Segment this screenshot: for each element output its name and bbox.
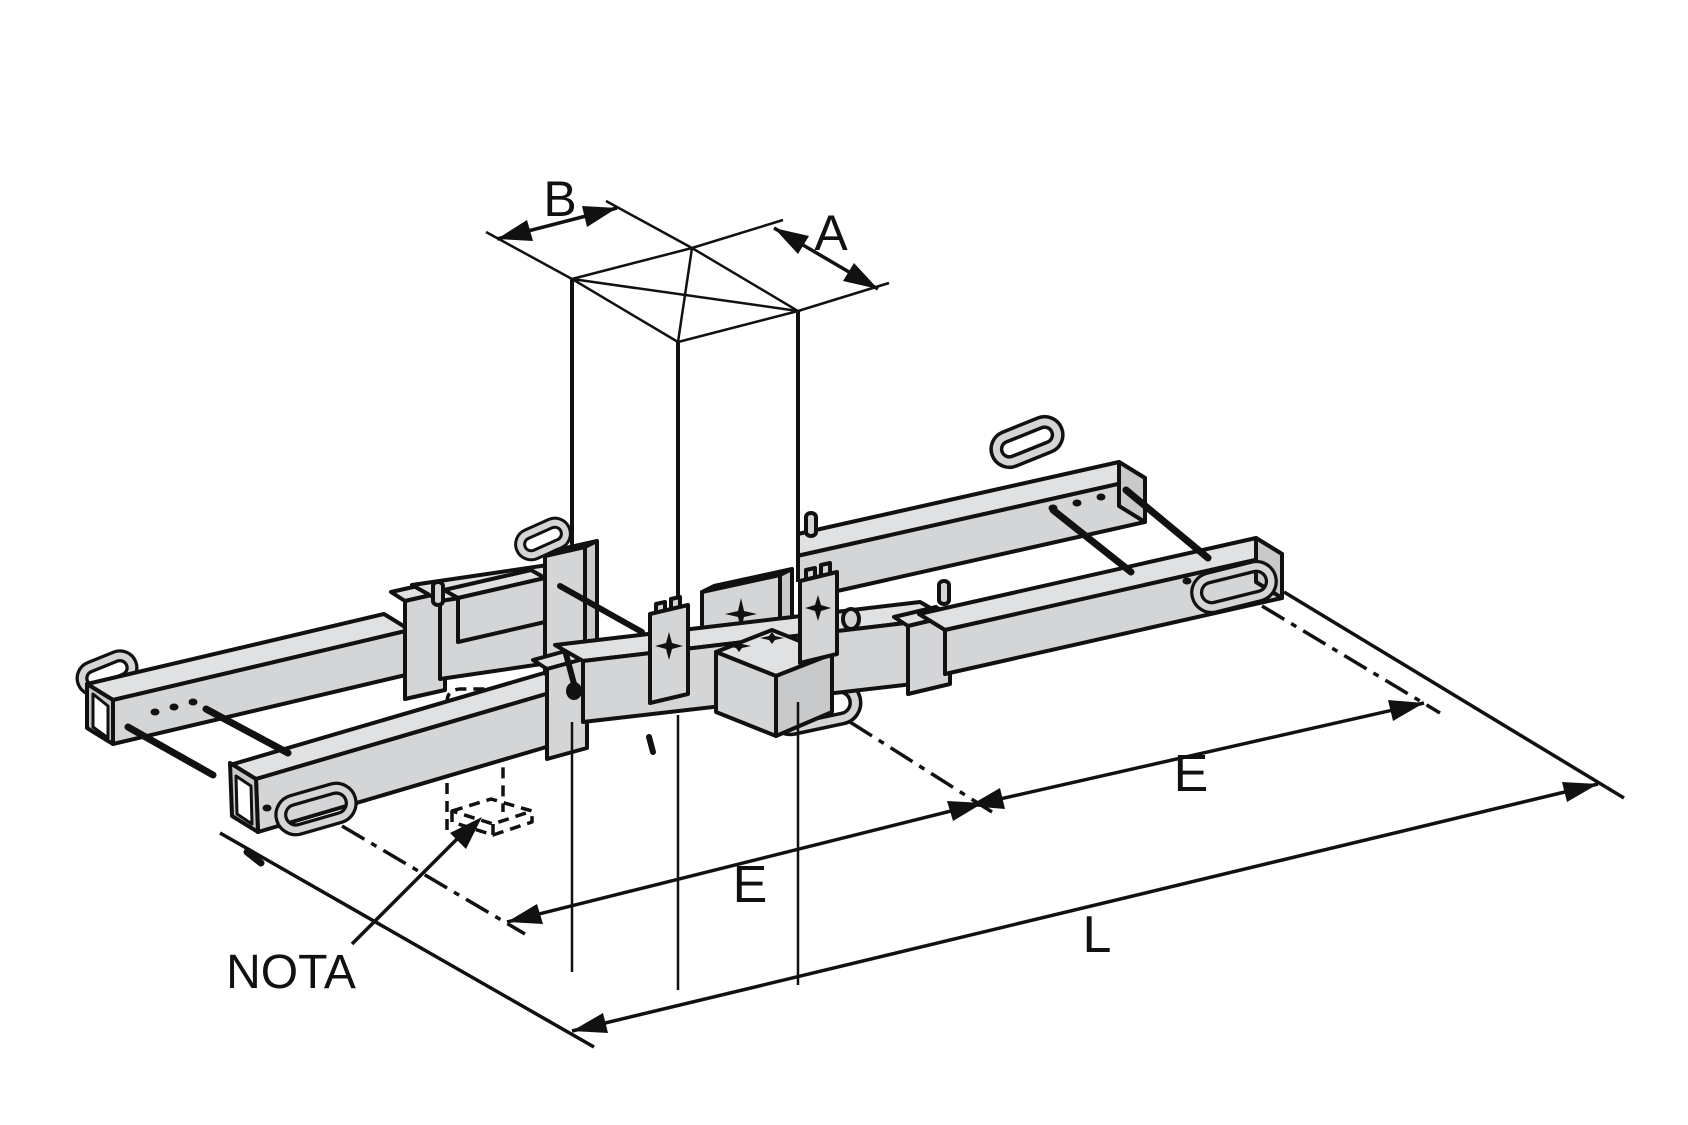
dimension-line-e-left [506,801,984,924]
centerline [849,720,993,814]
clamp-bracket-right [798,561,839,665]
hole [1072,499,1082,507]
tie-rod [1122,486,1212,562]
arrowhead-icon [572,1013,608,1033]
star-knob-icon [727,640,751,652]
locking-pin-icon [937,579,951,606]
arrowhead-icon [1562,782,1598,802]
hole [169,703,179,711]
hole [150,708,160,716]
centerline [1261,604,1441,715]
star-knob-icon [725,598,757,630]
column-top-diagonal [676,247,694,343]
dimension-label-e-left: E [733,856,768,914]
extension-line [605,199,693,250]
clamp-screw-cap [566,682,582,700]
arrowhead-icon [1388,700,1424,721]
locking-pin-icon [804,511,818,538]
leader-line [350,836,460,946]
tie-rod [557,583,645,635]
centerline [341,824,526,936]
hook-lug-icon [841,607,861,631]
dimension-label-l: L [1083,906,1112,964]
clamp-screw [563,651,577,687]
star-knob-icon [655,632,683,660]
tie-rod-end [243,848,265,867]
clamp-screw [646,734,656,755]
tie-rod [1049,506,1135,576]
locking-pin-icon [431,580,445,607]
arrowhead-icon [450,817,482,849]
clamp-bracket-left [648,595,690,705]
dimension-line-l [571,782,1599,1033]
tie-rod [124,723,217,779]
lifting-eye-icon [1190,559,1278,615]
lifting-eye-icon [989,414,1065,470]
hole [262,804,272,812]
arrowhead-icon [497,220,533,241]
arrowhead-icon [582,206,617,227]
extension-line [219,831,595,1049]
lifting-eye-icon [274,781,358,837]
dimensions: B A E E L [219,171,1625,1049]
arrowhead-icon [969,788,1005,809]
dimension-label-a: A [814,205,848,261]
nota-label: NOTA [226,946,356,999]
extension-line [691,218,784,250]
dimension-label-b: B [543,171,576,227]
tie-rod [202,705,292,757]
hole [1096,493,1106,501]
nota-callout: NOTA [226,817,482,999]
star-knob-icon [805,595,831,621]
hole [188,698,198,706]
arrowhead-icon [774,228,809,254]
tie-rods [124,486,1212,867]
dimension-line-e-right [968,701,1425,808]
lifting-eye-icon [514,516,572,562]
extension-line [1283,590,1625,800]
hole [1182,577,1192,585]
arrowhead-icon [507,904,543,924]
dimension-label-e-right: E [1174,745,1209,803]
front-beam-left-opening [234,774,254,826]
rear-beam-left-opening [91,692,110,740]
star-knob-icon [760,632,784,644]
arrowhead-icon [843,263,878,289]
